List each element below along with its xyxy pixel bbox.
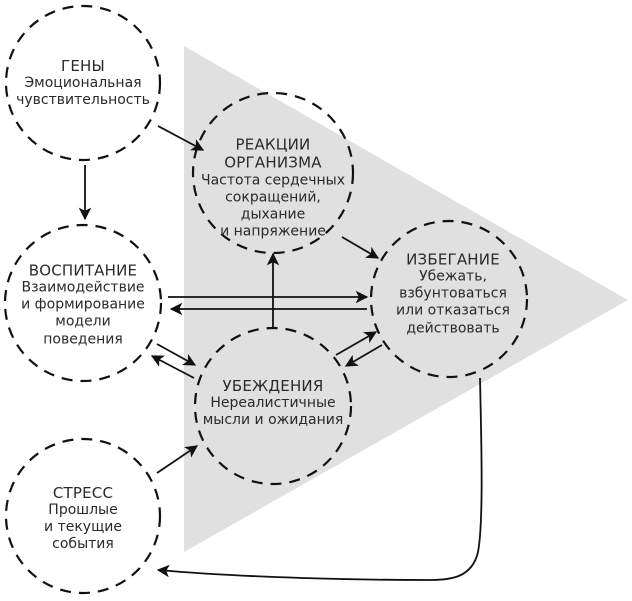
node-reactions-desc-line: Частота сердечных bbox=[200, 172, 346, 189]
node-reactions-title: РЕАКЦИИ bbox=[235, 135, 311, 154]
node-circle-stress[interactable] bbox=[4, 437, 162, 595]
node-genes-desc-line: чувствительность bbox=[16, 92, 150, 109]
node-reactions-desc-line: сокращений, bbox=[225, 189, 321, 206]
node-reactions-title: ОРГАНИЗМА bbox=[224, 153, 322, 172]
background-triangle bbox=[184, 46, 628, 552]
node-stress-desc-line: и текущие bbox=[44, 519, 122, 536]
node-genes-desc-line: Эмоциональная bbox=[24, 75, 142, 92]
node-upbringing-desc-line: Взаимодействие bbox=[21, 279, 145, 296]
node-circle-beliefs[interactable] bbox=[193, 326, 353, 486]
node-genes-title: ГЕНЫ bbox=[61, 56, 105, 75]
node-avoidance-desc-line: взбунтоваться bbox=[399, 286, 507, 303]
node-stress-desc-line: события bbox=[52, 536, 114, 553]
node-beliefs-title: УБЕЖДЕНИЯ bbox=[222, 376, 324, 395]
node-beliefs-desc-line: Нереалистичные bbox=[210, 395, 336, 412]
node-upbringing-title: ВОСПИТАНИЕ bbox=[28, 261, 138, 280]
arrow-upbringing-to-beliefs bbox=[156, 343, 197, 366]
node-avoidance-desc-line: или отказаться bbox=[396, 303, 510, 320]
arrow-beliefs-to-avoidance bbox=[335, 331, 378, 356]
node-reactions: РЕАКЦИИ ОРГАНИЗМА Частота сердечных сокр… bbox=[201, 136, 345, 241]
node-avoidance: ИЗБЕГАНИЕ Убежать, взбунтоваться или отк… bbox=[396, 251, 510, 338]
node-upbringing-desc-line: поведения bbox=[43, 331, 123, 348]
node-avoidance-desc-line: Убежать, bbox=[419, 268, 487, 285]
node-beliefs-desc-line: мысли и ожидания bbox=[202, 412, 344, 429]
node-upbringing-desc-line: модели bbox=[55, 314, 111, 331]
node-beliefs: УБЕЖДЕНИЯ Нереалистичные мысли и ожидани… bbox=[203, 377, 344, 429]
node-stress: СТРЕСС Прошлые и текущие события bbox=[44, 484, 122, 554]
node-stress-desc-line: Прошлые bbox=[48, 502, 118, 519]
node-genes: ГЕНЫ Эмоциональная чувствительность bbox=[16, 57, 150, 109]
node-avoidance-desc-line: действовать bbox=[406, 320, 500, 337]
node-upbringing-desc-line: и формирование bbox=[21, 297, 145, 314]
arrow-beliefs-to-upbringing bbox=[150, 355, 195, 379]
arrow-reactions-to-avoidance bbox=[341, 236, 380, 259]
node-stress-title: СТРЕСС bbox=[52, 484, 114, 503]
node-circle-upbringing[interactable] bbox=[3, 223, 163, 383]
node-avoidance-title: ИЗБЕГАНИЕ bbox=[406, 250, 500, 269]
node-circle-genes[interactable] bbox=[4, 4, 162, 162]
node-circle-avoidance[interactable] bbox=[369, 219, 529, 379]
arrow-stress-to-beliefs bbox=[156, 445, 199, 474]
node-circle-reactions[interactable] bbox=[191, 91, 355, 255]
node-reactions-desc-line: и напряжение bbox=[220, 223, 326, 240]
arrow-avoidance-to-beliefs bbox=[344, 344, 383, 367]
arrow-genes-to-reactions bbox=[157, 125, 205, 151]
arrow-avoidance-to-stress bbox=[156, 377, 483, 581]
node-reactions-desc-line: дыхание bbox=[240, 206, 306, 223]
node-upbringing: ВОСПИТАНИЕ Взаимодействие и формирование… bbox=[21, 262, 145, 349]
